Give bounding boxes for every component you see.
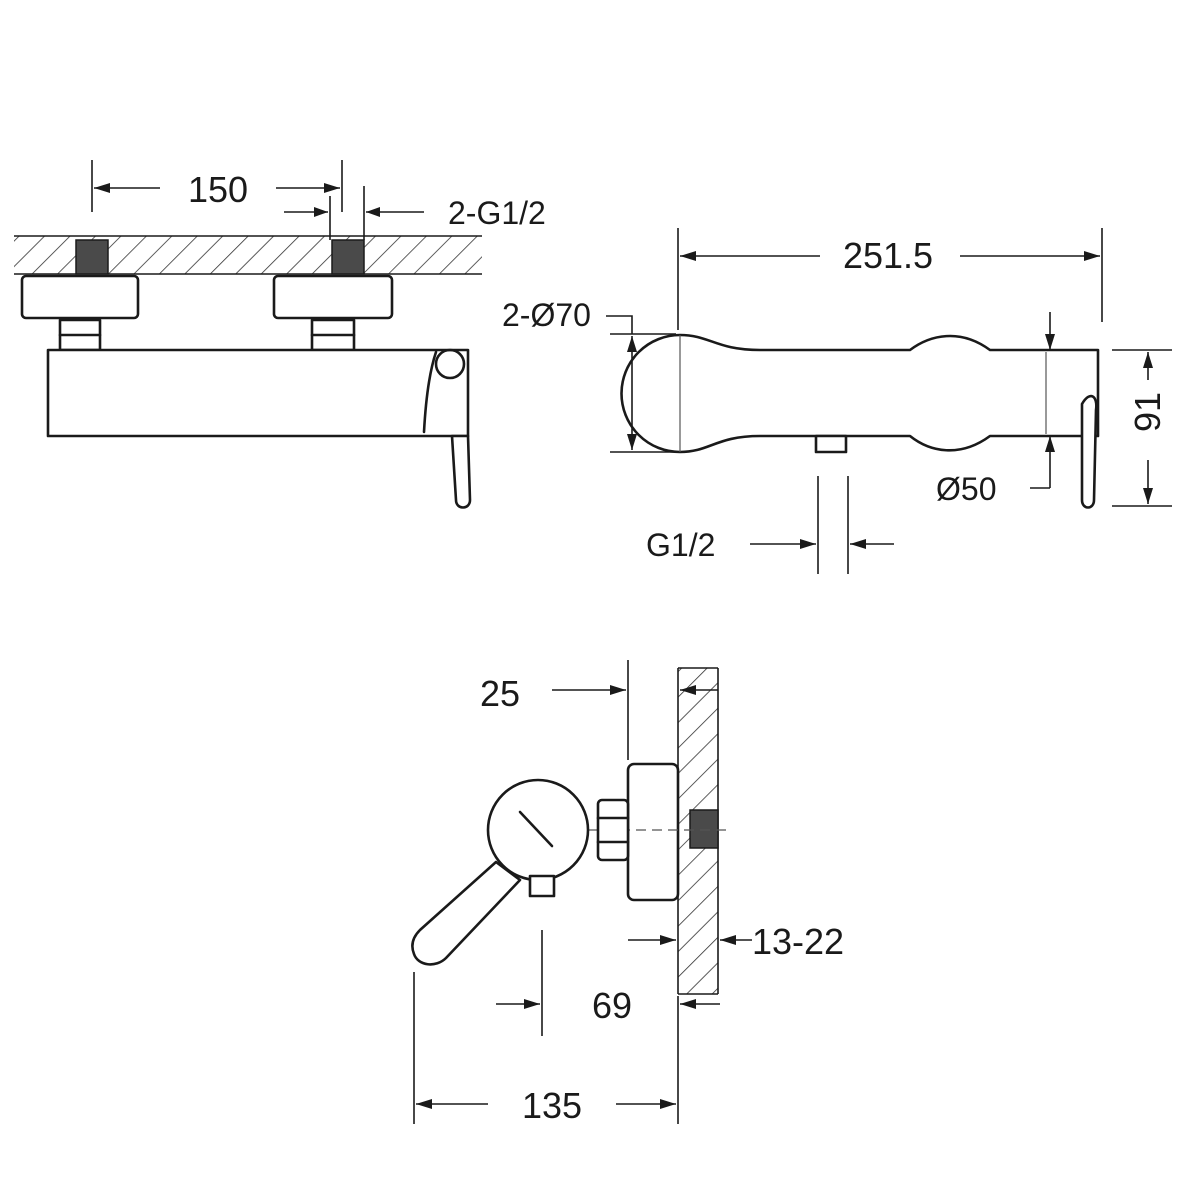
dim-2-g1-2: 2-G1/2	[448, 195, 546, 231]
dim-2-o70: 2-Ø70	[502, 297, 591, 333]
dim-g1-2: G1/2	[646, 527, 715, 563]
dim-91: 91	[1127, 392, 1168, 432]
dim-150: 150	[188, 169, 248, 210]
flange-left	[20, 274, 140, 320]
dim-25: 25	[480, 673, 520, 714]
lever	[450, 434, 472, 509]
side-outlet	[528, 874, 556, 898]
wall-fitting-left	[75, 239, 109, 275]
side-flange	[626, 762, 680, 902]
dim-69: 69	[592, 985, 632, 1026]
flange-right	[272, 274, 394, 320]
handle-pivot	[434, 348, 466, 380]
dim-135: 135	[522, 1085, 582, 1126]
side-wall-fitting	[689, 809, 719, 849]
mixer-body	[46, 348, 470, 438]
outlet-nub	[814, 434, 848, 454]
top-lever	[1080, 394, 1098, 509]
body-outline	[620, 333, 1100, 454]
top-view: 251.5 2-Ø70 91 Ø50 G1/2	[502, 228, 1172, 574]
wall-fitting-right	[331, 239, 365, 275]
dim-251-5: 251.5	[843, 235, 933, 276]
dim-o50: Ø50	[936, 471, 996, 507]
side-nut	[596, 798, 630, 862]
dim-13-22: 13-22	[752, 921, 844, 962]
front-view: 150 2-G1/2	[14, 160, 546, 509]
side-lever	[411, 860, 522, 966]
side-view: 25 13-22 69 135	[411, 660, 844, 1126]
